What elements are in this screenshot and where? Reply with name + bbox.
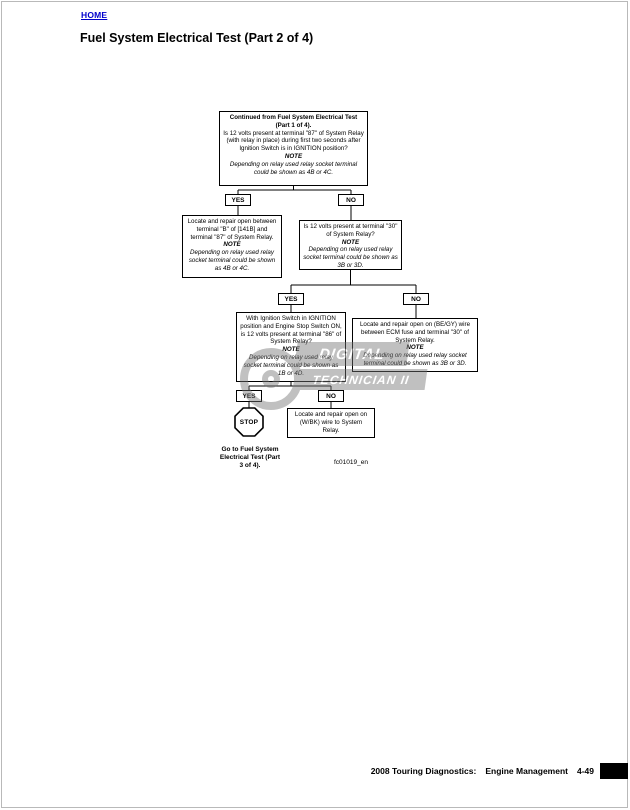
yes-label: YES (242, 392, 256, 400)
note-text: Depending on relay used relay socket ter… (229, 160, 358, 176)
goto-part3-text: Go to Fuel System Electrical Test (Part … (219, 446, 281, 469)
no-label: NO (326, 392, 336, 400)
page-title: Fuel System Electrical Test (Part 2 of 4… (80, 31, 314, 45)
note-label: NOTE (282, 346, 300, 354)
home-link[interactable]: HOME (81, 10, 108, 20)
flowchart-label-yes-2: YES (278, 293, 304, 305)
flowchart-node-repair-141b: Locate and repair open between terminal … (182, 215, 282, 278)
footer-chapter: Engine Management (485, 766, 568, 776)
stop-octagon-icon (234, 407, 264, 437)
node-text: Locate and repair open on (W/BK) wire to… (294, 411, 368, 434)
node-text: Locate and repair open between terminal … (187, 218, 277, 241)
note-label: NOTE (341, 238, 360, 246)
flowchart-node-question-86: With Ignition Switch in IGNITION positio… (236, 312, 346, 382)
figure-id: fc01019_en (334, 459, 368, 466)
node-header: Continued from Fuel System Electrical Te… (229, 114, 358, 129)
footer-bar (600, 763, 628, 779)
footer-page-number: 4-49 (576, 766, 594, 776)
page-footer: 2008 Touring Diagnostics: Engine Managem… (371, 766, 594, 776)
node-question: With Ignition Switch in IGNITION positio… (240, 315, 342, 346)
note-label: NOTE (223, 241, 241, 249)
flowchart-label-no-3: NO (318, 390, 344, 402)
flowchart-node-start: Continued from Fuel System Electrical Te… (219, 111, 368, 186)
flowchart-node-repair-wbk: Locate and repair open on (W/BK) wire to… (287, 408, 375, 438)
no-label: NO (346, 196, 356, 204)
footer-section: 2008 Touring Diagnostics: (370, 766, 477, 776)
yes-label: YES (284, 295, 298, 303)
flowchart-node-repair-begy: Locate and repair open on (BE/GY) wire b… (352, 318, 478, 372)
no-label: NO (411, 295, 421, 303)
node-text: Locate and repair open on (BE/GY) wire b… (359, 321, 471, 344)
flowchart-node-question-30: Is 12 volts present at terminal "30" of … (299, 220, 402, 270)
note-text: Depending on relay used relay socket ter… (188, 249, 276, 272)
flowchart-label-no-2: NO (403, 293, 429, 305)
note-text: Depending on relay used relay socket ter… (363, 352, 467, 367)
note-label: NOTE (284, 152, 303, 160)
stop-sign: STOP (234, 407, 264, 437)
flowchart-label-yes-1: YES (225, 194, 251, 206)
flowchart-label-no-1: NO (338, 194, 364, 206)
stop-label: STOP (239, 418, 259, 426)
node-question: Is 12 volts present at terminal "87" of … (223, 129, 364, 153)
note-text: Depending on relay used relay socket ter… (303, 246, 398, 269)
note-label: NOTE (406, 344, 424, 352)
yes-label: YES (231, 196, 245, 204)
note-text: Depending on relay used relay socket ter… (243, 353, 339, 377)
flowchart-label-yes-3: YES (236, 390, 262, 402)
node-question: Is 12 volts present at terminal "30" of … (303, 223, 398, 238)
